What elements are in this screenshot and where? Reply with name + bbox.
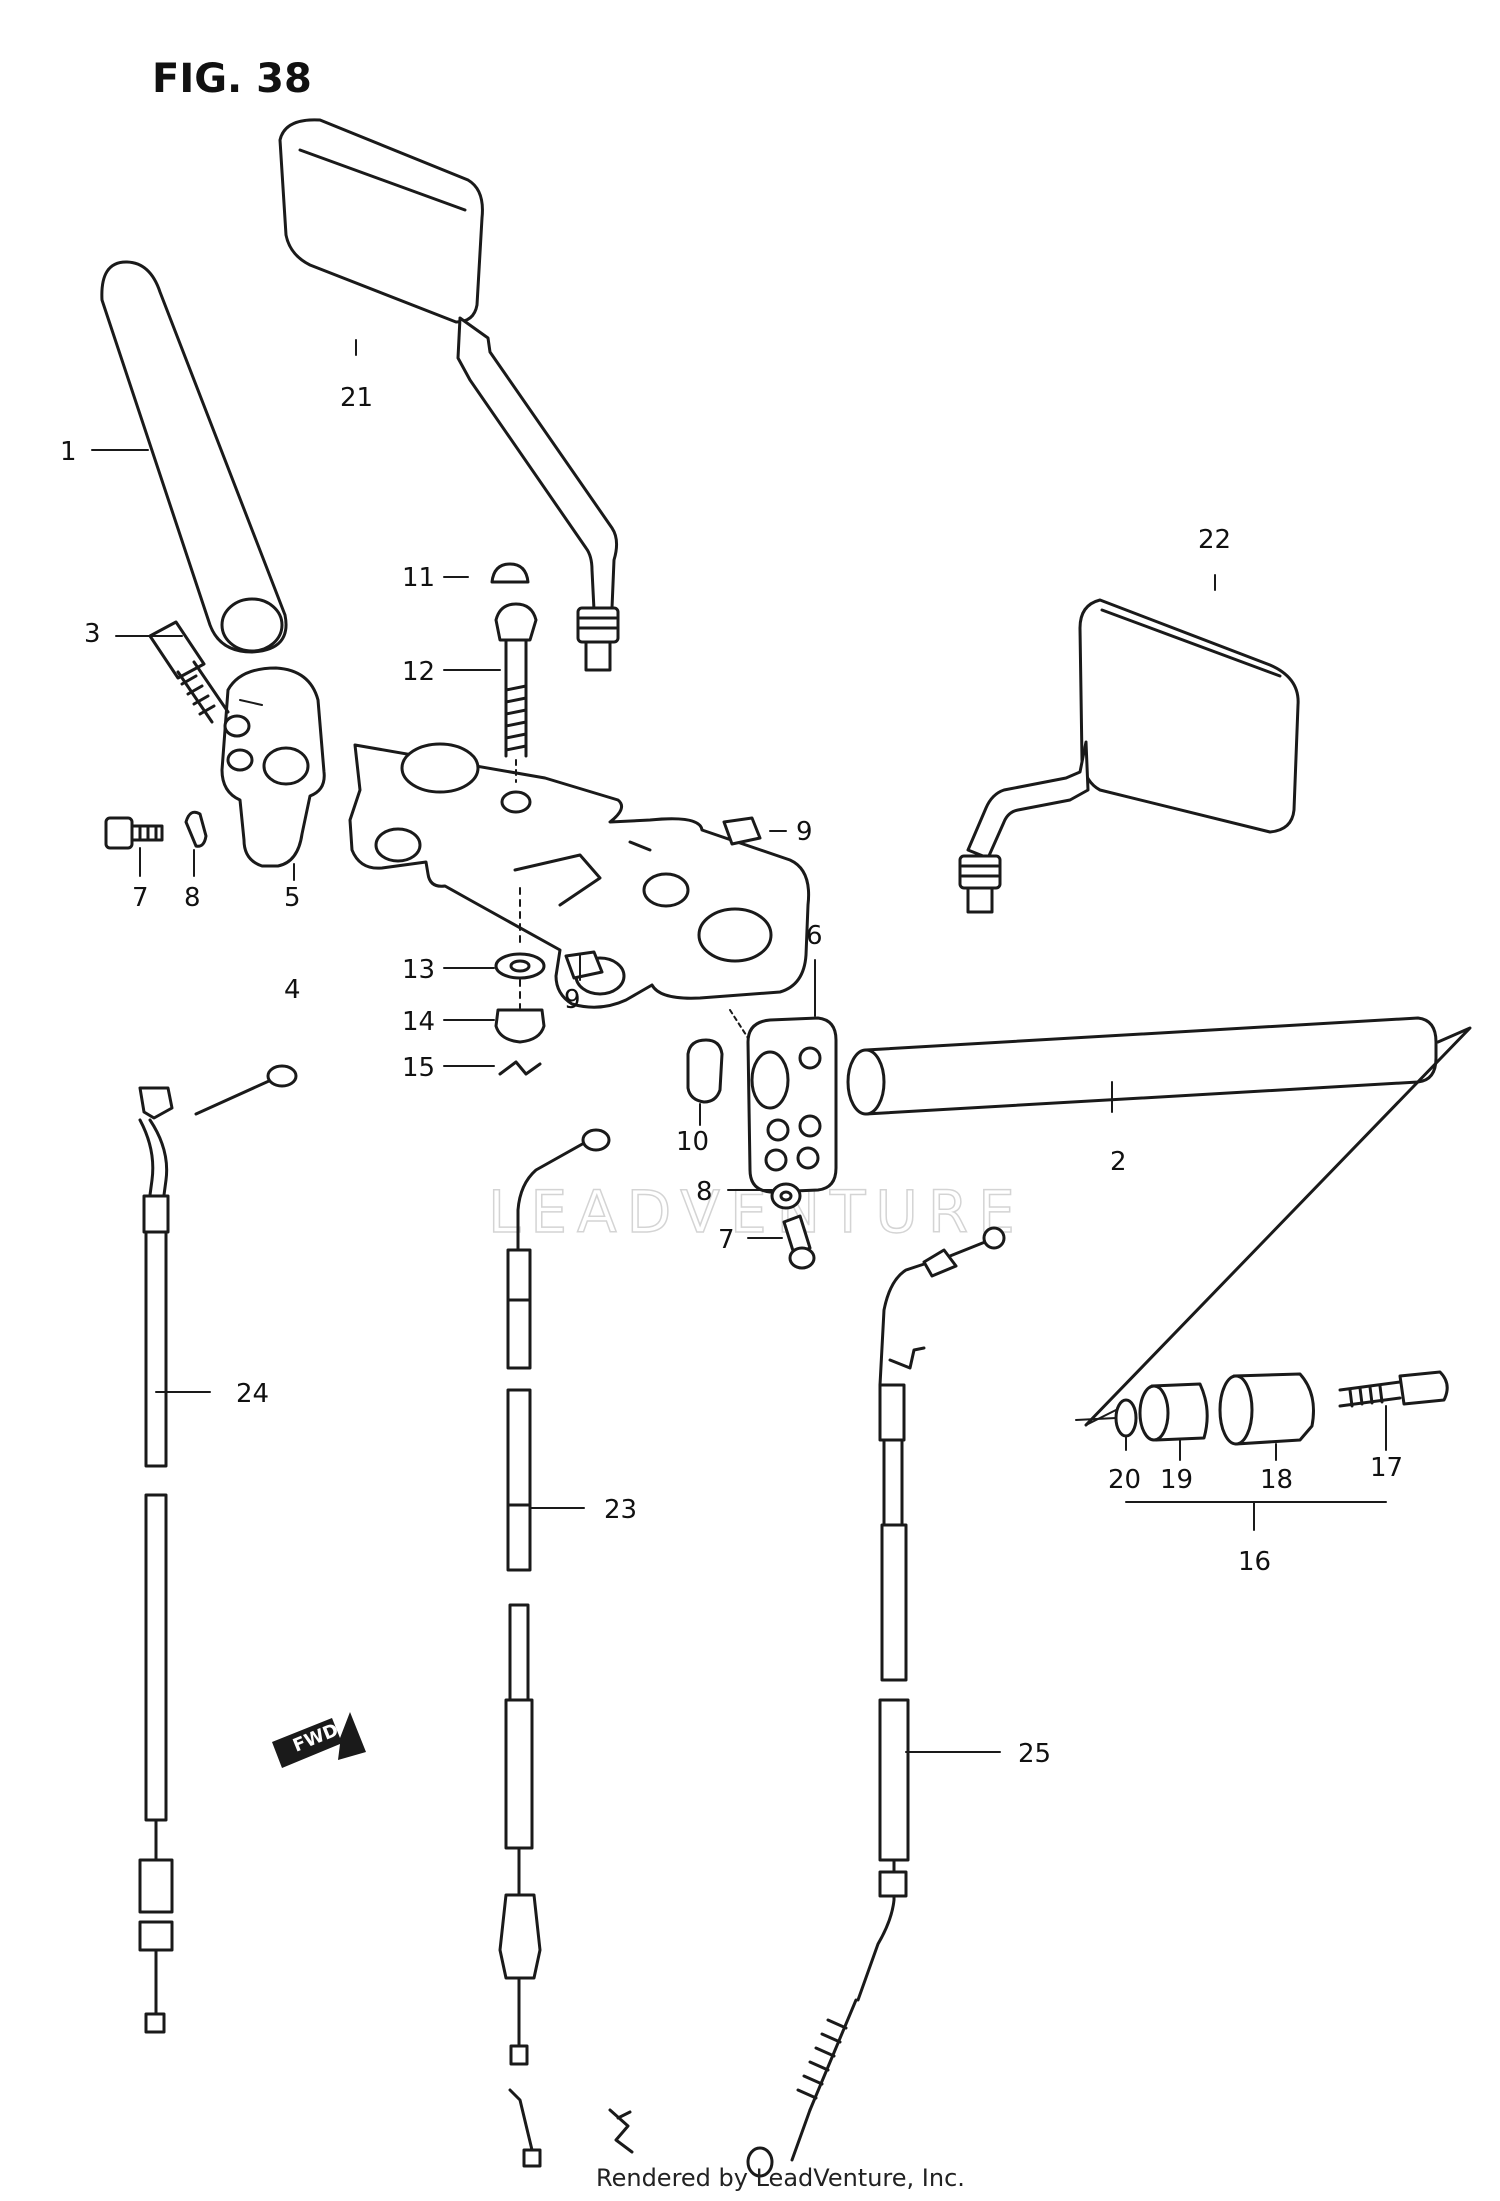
part-22-right-mirror xyxy=(958,598,1300,914)
callout-20: 20 xyxy=(1108,1465,1141,1495)
part-7-screw-left xyxy=(104,816,164,850)
part-14-nut xyxy=(494,1008,546,1044)
callout-23: 23 xyxy=(604,1495,637,1525)
part-12-bolt xyxy=(494,602,538,783)
callout-7-left: 7 xyxy=(132,883,149,913)
part-8-washer-left xyxy=(184,810,208,848)
callout-24: 24 xyxy=(236,1379,269,1409)
callout-15: 15 xyxy=(402,1053,435,1083)
part-19-collar xyxy=(1138,1382,1209,1442)
part-11-cap xyxy=(490,562,530,584)
footer-credit: Rendered by LeadVenture, Inc. xyxy=(596,2164,965,2192)
callout-16: 16 xyxy=(1238,1547,1271,1577)
callout-7-right: 7 xyxy=(718,1225,735,1255)
part-8-washer-right xyxy=(770,1182,802,1210)
callout-1: 1 xyxy=(60,437,77,467)
part-5-left-clamp xyxy=(220,666,326,868)
part-24-cable xyxy=(138,1064,298,2034)
part-2-right-handlebar xyxy=(846,1016,1472,1427)
leader-lines xyxy=(91,339,1387,1753)
part-9-nut-upper xyxy=(722,816,762,846)
part-21-left-mirror xyxy=(278,118,620,672)
callout-5: 5 xyxy=(284,883,301,913)
part-1-left-handlebar xyxy=(100,260,288,654)
figure-title: FIG. 38 xyxy=(152,56,312,102)
callout-11: 11 xyxy=(402,563,435,593)
part-20-washer xyxy=(1075,1398,1138,1438)
callout-2: 2 xyxy=(1110,1147,1127,1177)
callout-4: 4 xyxy=(284,975,301,1005)
callout-22: 22 xyxy=(1198,525,1231,555)
part-25-cable xyxy=(746,1226,1006,2178)
callout-17: 17 xyxy=(1370,1453,1403,1483)
part-6-right-clamp xyxy=(729,1009,838,1194)
part-17-bolt xyxy=(1338,1370,1449,1408)
callout-14: 14 xyxy=(402,1007,435,1037)
part-23-cable xyxy=(498,1128,611,2168)
watermark-text: LEADVENTURE xyxy=(488,1178,1025,1246)
forward-arrow-icon: FWD xyxy=(272,1712,366,1768)
callout-8-left: 8 xyxy=(184,883,201,913)
callout-8-right: 8 xyxy=(696,1177,713,1207)
small-hardware-icon xyxy=(608,2108,634,2154)
callout-18: 18 xyxy=(1260,1465,1293,1495)
part-7-screw-right xyxy=(782,1214,816,1270)
part-18-weight xyxy=(1218,1372,1315,1446)
callout-6: 6 xyxy=(806,921,823,951)
part-15-clip xyxy=(498,1060,542,1076)
callout-25: 25 xyxy=(1018,1739,1051,1769)
callout-12: 12 xyxy=(402,657,435,687)
callout-9-upper: 9 xyxy=(796,817,813,847)
part-9-nut-lower xyxy=(564,950,604,980)
callout-13: 13 xyxy=(402,955,435,985)
callout-10: 10 xyxy=(676,1127,709,1157)
callout-3: 3 xyxy=(84,619,101,649)
part-10-knob xyxy=(686,1038,724,1104)
part-13-washer xyxy=(494,952,546,980)
callout-19: 19 xyxy=(1160,1465,1193,1495)
callout-labels: 1 2 3 4 5 6 7 8 9 10 11 12 13 14 15 16 1… xyxy=(60,383,1403,1769)
callout-21: 21 xyxy=(340,383,373,413)
part-4-handlebar-holder xyxy=(348,742,811,1009)
callout-9-lower: 9 xyxy=(564,985,581,1015)
